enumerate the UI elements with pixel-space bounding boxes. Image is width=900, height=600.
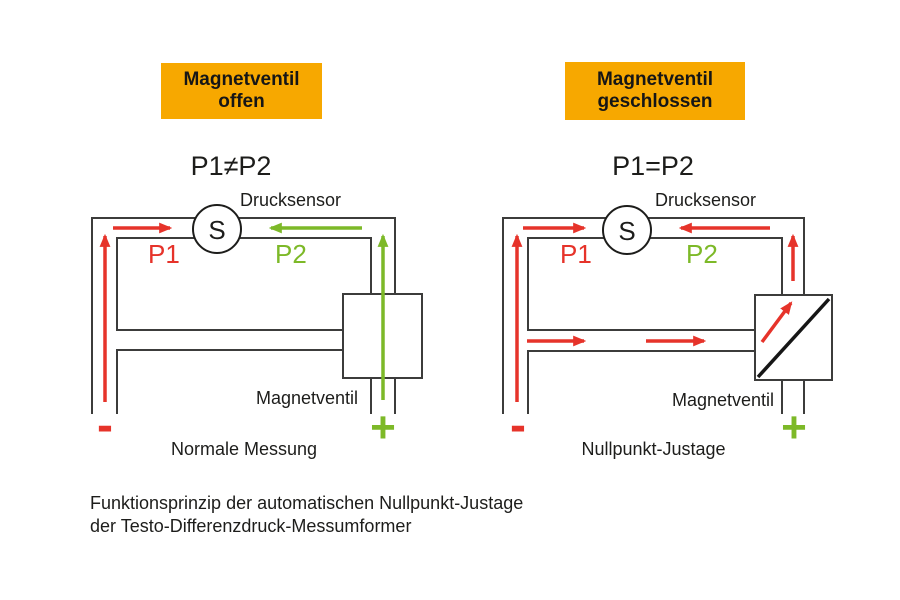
left-banner-line1: Magnetventil bbox=[183, 69, 300, 90]
right-pipe-inner-wall-lower bbox=[527, 350, 756, 414]
figure-caption-line2: der Testo-Differenzdruck-Messumformer bbox=[90, 516, 412, 536]
left-pressure-equation: P1≠P2 bbox=[190, 151, 272, 181]
left-sensor-symbol: S bbox=[208, 215, 226, 245]
right-valve-closed-diagonal bbox=[756, 297, 831, 379]
left-pressure-sensor-label: Drucksensor bbox=[240, 190, 342, 210]
right-pressure-sensor-label: Drucksensor bbox=[655, 190, 757, 210]
figure-caption: Funktionsprinzip der automatischen Nullp… bbox=[90, 492, 523, 538]
right-mode-label: Nullpunkt-Justage bbox=[581, 439, 726, 459]
left-p2-label: P2 bbox=[275, 239, 307, 269]
left-p1-label: P1 bbox=[148, 239, 180, 269]
right-p1-label: P1 bbox=[560, 239, 592, 269]
figure-caption-line1: Funktionsprinzip der automatischen Nullp… bbox=[90, 493, 524, 513]
right-banner-line1: Magnetventil bbox=[596, 69, 714, 90]
right-valve-state-banner: Magnetventil geschlossen bbox=[565, 62, 745, 120]
left-minus-sign: - bbox=[97, 399, 113, 452]
left-valve-state-banner: Magnetventil offen bbox=[161, 63, 322, 119]
right-plus-sign: + bbox=[781, 403, 807, 452]
left-pipe-inner-wall-lower bbox=[116, 349, 344, 414]
right-valve-label: Magnetventil bbox=[672, 390, 775, 410]
right-through-valve-diagonal-arrow bbox=[760, 301, 793, 344]
right-minus-sign: - bbox=[510, 399, 526, 452]
right-sensor-symbol: S bbox=[618, 216, 636, 246]
left-mode-label: Normale Messung bbox=[170, 439, 318, 459]
right-flow-arrows bbox=[511, 222, 799, 402]
left-banner-line2: offen bbox=[218, 91, 265, 112]
left-plus-sign: + bbox=[370, 403, 396, 452]
left-flow-arrows bbox=[99, 222, 389, 402]
left-pressure-sensor-circle bbox=[192, 204, 242, 254]
right-banner-line2: geschlossen bbox=[597, 91, 713, 112]
right-p2-label: P2 bbox=[686, 239, 718, 269]
left-valve-label: Magnetventil bbox=[256, 388, 359, 408]
right-pressure-sensor-circle bbox=[602, 205, 652, 255]
right-pressure-equation: P1=P2 bbox=[612, 151, 694, 181]
